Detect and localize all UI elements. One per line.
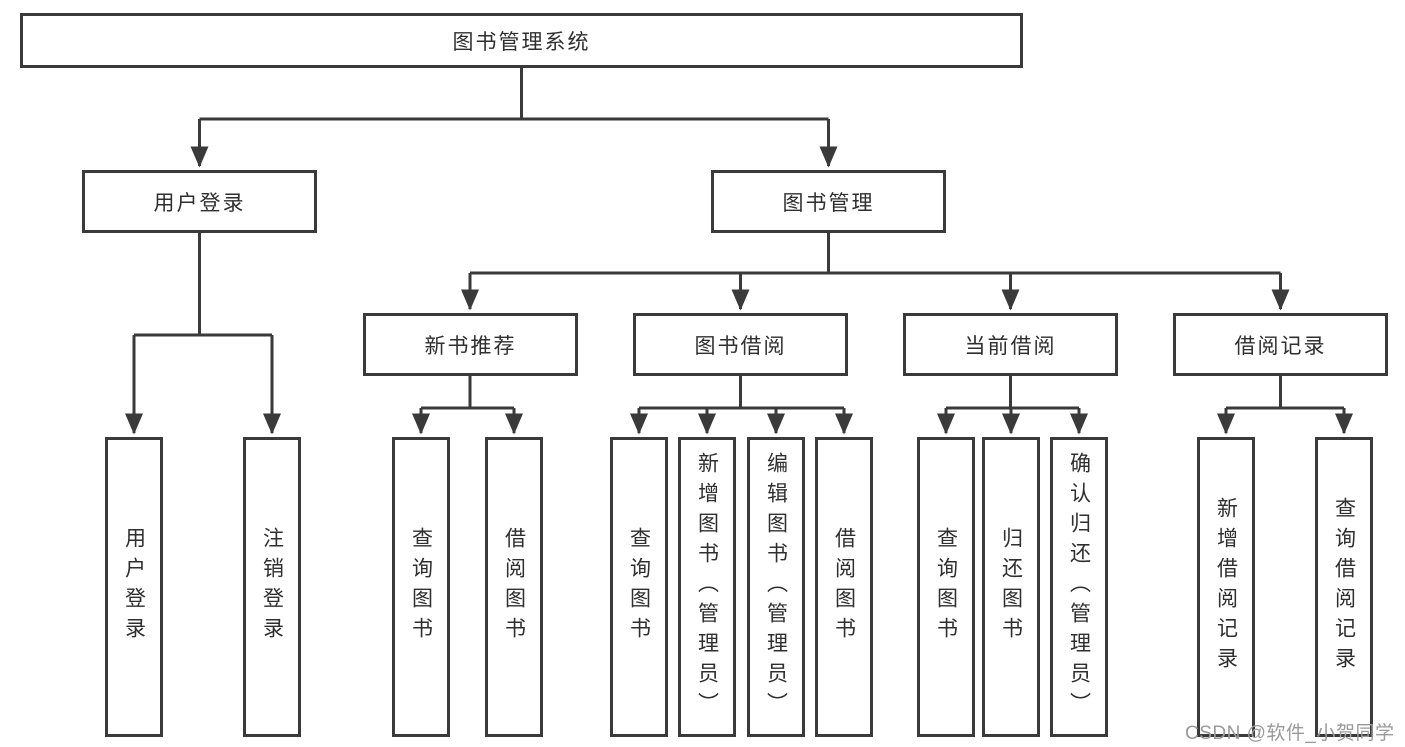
leaf-current-query-book: 查询图书 [917, 437, 975, 737]
leaf-borrow-borrow-book: 借阅图书 [815, 437, 873, 737]
leaf-recommend-borrow-book: 借阅图书 [485, 437, 543, 737]
leaf-current-confirm-return-admin: 确认归还（管理员） [1050, 437, 1108, 737]
node-current-borrow: 当前借阅 [903, 313, 1118, 376]
leaf-recommend-query-book: 查询图书 [392, 437, 450, 737]
leaf-records-add-record: 新增借阅记录 [1197, 437, 1255, 737]
leaf-borrow-add-book-admin: 新增图书（管理员） [678, 437, 736, 737]
leaf-user-login: 用户登录 [105, 437, 163, 737]
csdn-watermark: CSDN @软件_小贺同学 [1185, 723, 1395, 744]
leaf-current-return-book: 归还图书 [982, 437, 1040, 737]
node-user-login: 用户登录 [82, 170, 317, 233]
node-borrow-records: 借阅记录 [1173, 313, 1388, 376]
node-book-management: 图书管理 [711, 170, 946, 233]
leaf-borrow-edit-book-admin: 编辑图书（管理员） [747, 437, 805, 737]
node-new-book-recommend: 新书推荐 [363, 313, 578, 376]
node-library-management-system: 图书管理系统 [20, 13, 1023, 68]
leaf-logout: 注销登录 [243, 437, 301, 737]
leaf-borrow-query-book: 查询图书 [610, 437, 668, 737]
leaf-records-query-record: 查询借阅记录 [1315, 437, 1373, 737]
node-book-borrow: 图书借阅 [633, 313, 848, 376]
